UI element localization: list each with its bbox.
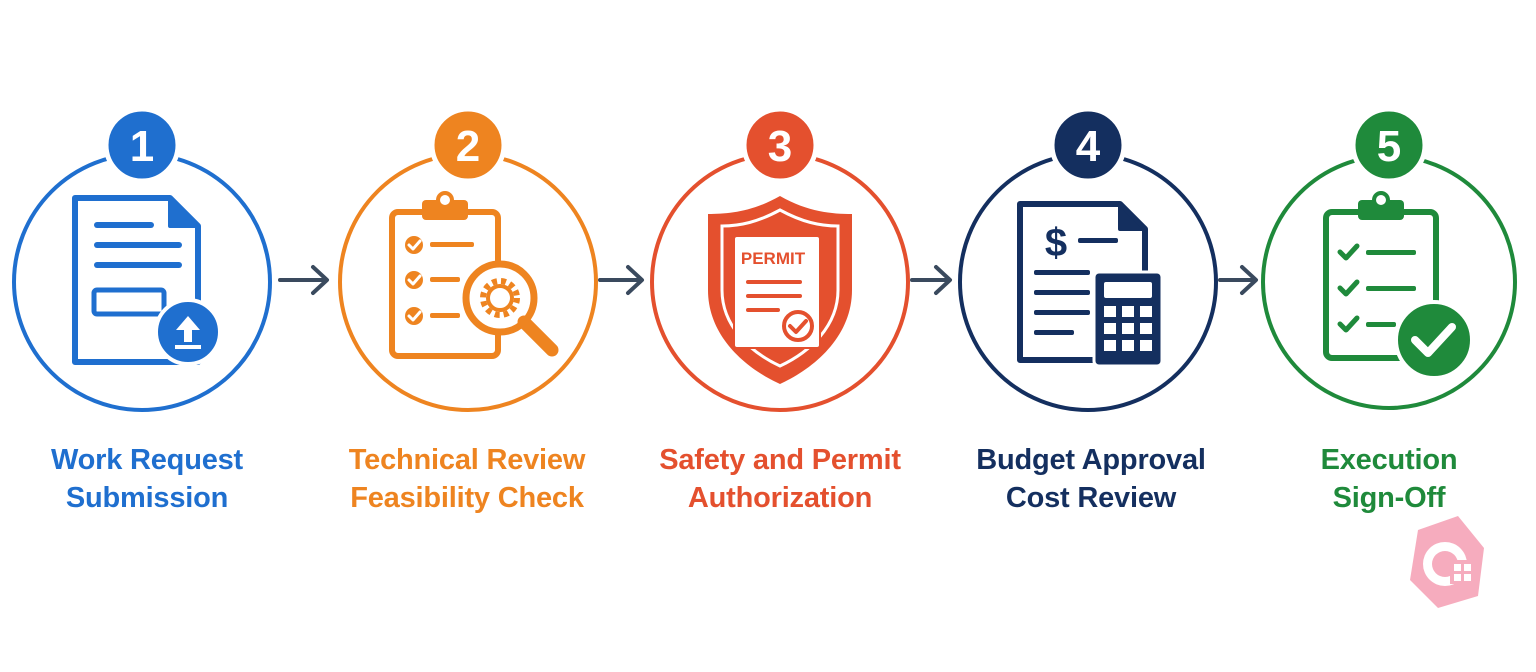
arrow-right-icon <box>1218 265 1258 295</box>
arrow-right-icon <box>910 265 952 295</box>
step-2-title-line1: Technical Review <box>348 444 586 476</box>
dollar-sign: $ <box>1045 221 1067 265</box>
step-2-badge <box>429 106 507 184</box>
step-2-number: 2 <box>456 122 480 171</box>
document-upload-icon <box>72 195 222 366</box>
shield-permit-icon: PERMIT <box>708 196 852 384</box>
step-2-label: Technical Review Feasibility Check <box>327 441 607 517</box>
step-2: 2 <box>338 106 598 412</box>
step-4-badge <box>1049 106 1127 184</box>
step-5-badge <box>1350 106 1428 184</box>
step-4: $ 4 <box>958 106 1218 412</box>
step-1: 1 <box>12 106 272 412</box>
step-4-label: Budget Approval Cost Review <box>951 441 1231 517</box>
step-1-label: Work Request Submission <box>7 441 287 517</box>
clipboard-check-icon <box>1323 191 1474 380</box>
step-3: PERMIT 3 <box>650 106 910 412</box>
step-3-title-line1: Safety and Permit <box>659 444 901 476</box>
logo-watermark-icon <box>1410 516 1484 608</box>
step-5-title-line2: Sign-Off <box>1332 482 1446 514</box>
step-1-title-line1: Work Request <box>50 444 244 476</box>
step-3-badge <box>741 106 819 184</box>
step-5-label: Execution Sign-Off <box>1249 441 1529 517</box>
step-2-title-line2: Feasibility Check <box>350 482 584 514</box>
step-3-label: Safety and Permit Authorization <box>640 441 920 517</box>
document-calculator-icon: $ <box>1017 201 1164 368</box>
permit-label: PERMIT <box>741 249 806 268</box>
arrow-right-icon <box>278 265 329 295</box>
step-5: 5 <box>1261 106 1517 410</box>
step-4-title-line2: Cost Review <box>1005 482 1177 514</box>
arrow-right-icon <box>598 265 644 295</box>
clipboard-magnifier-gear-icon <box>389 191 559 359</box>
step-1-number: 1 <box>130 122 154 171</box>
step-4-number: 4 <box>1076 122 1101 171</box>
step-1-badge <box>103 106 181 184</box>
step-3-number: 3 <box>768 122 792 171</box>
step-5-title-line1: Execution <box>1320 444 1458 476</box>
step-1-title-line2: Submission <box>65 482 229 514</box>
step-3-title-line2: Authorization <box>687 482 873 514</box>
step-4-title-line1: Budget Approval <box>976 444 1206 476</box>
step-5-number: 5 <box>1377 122 1401 171</box>
